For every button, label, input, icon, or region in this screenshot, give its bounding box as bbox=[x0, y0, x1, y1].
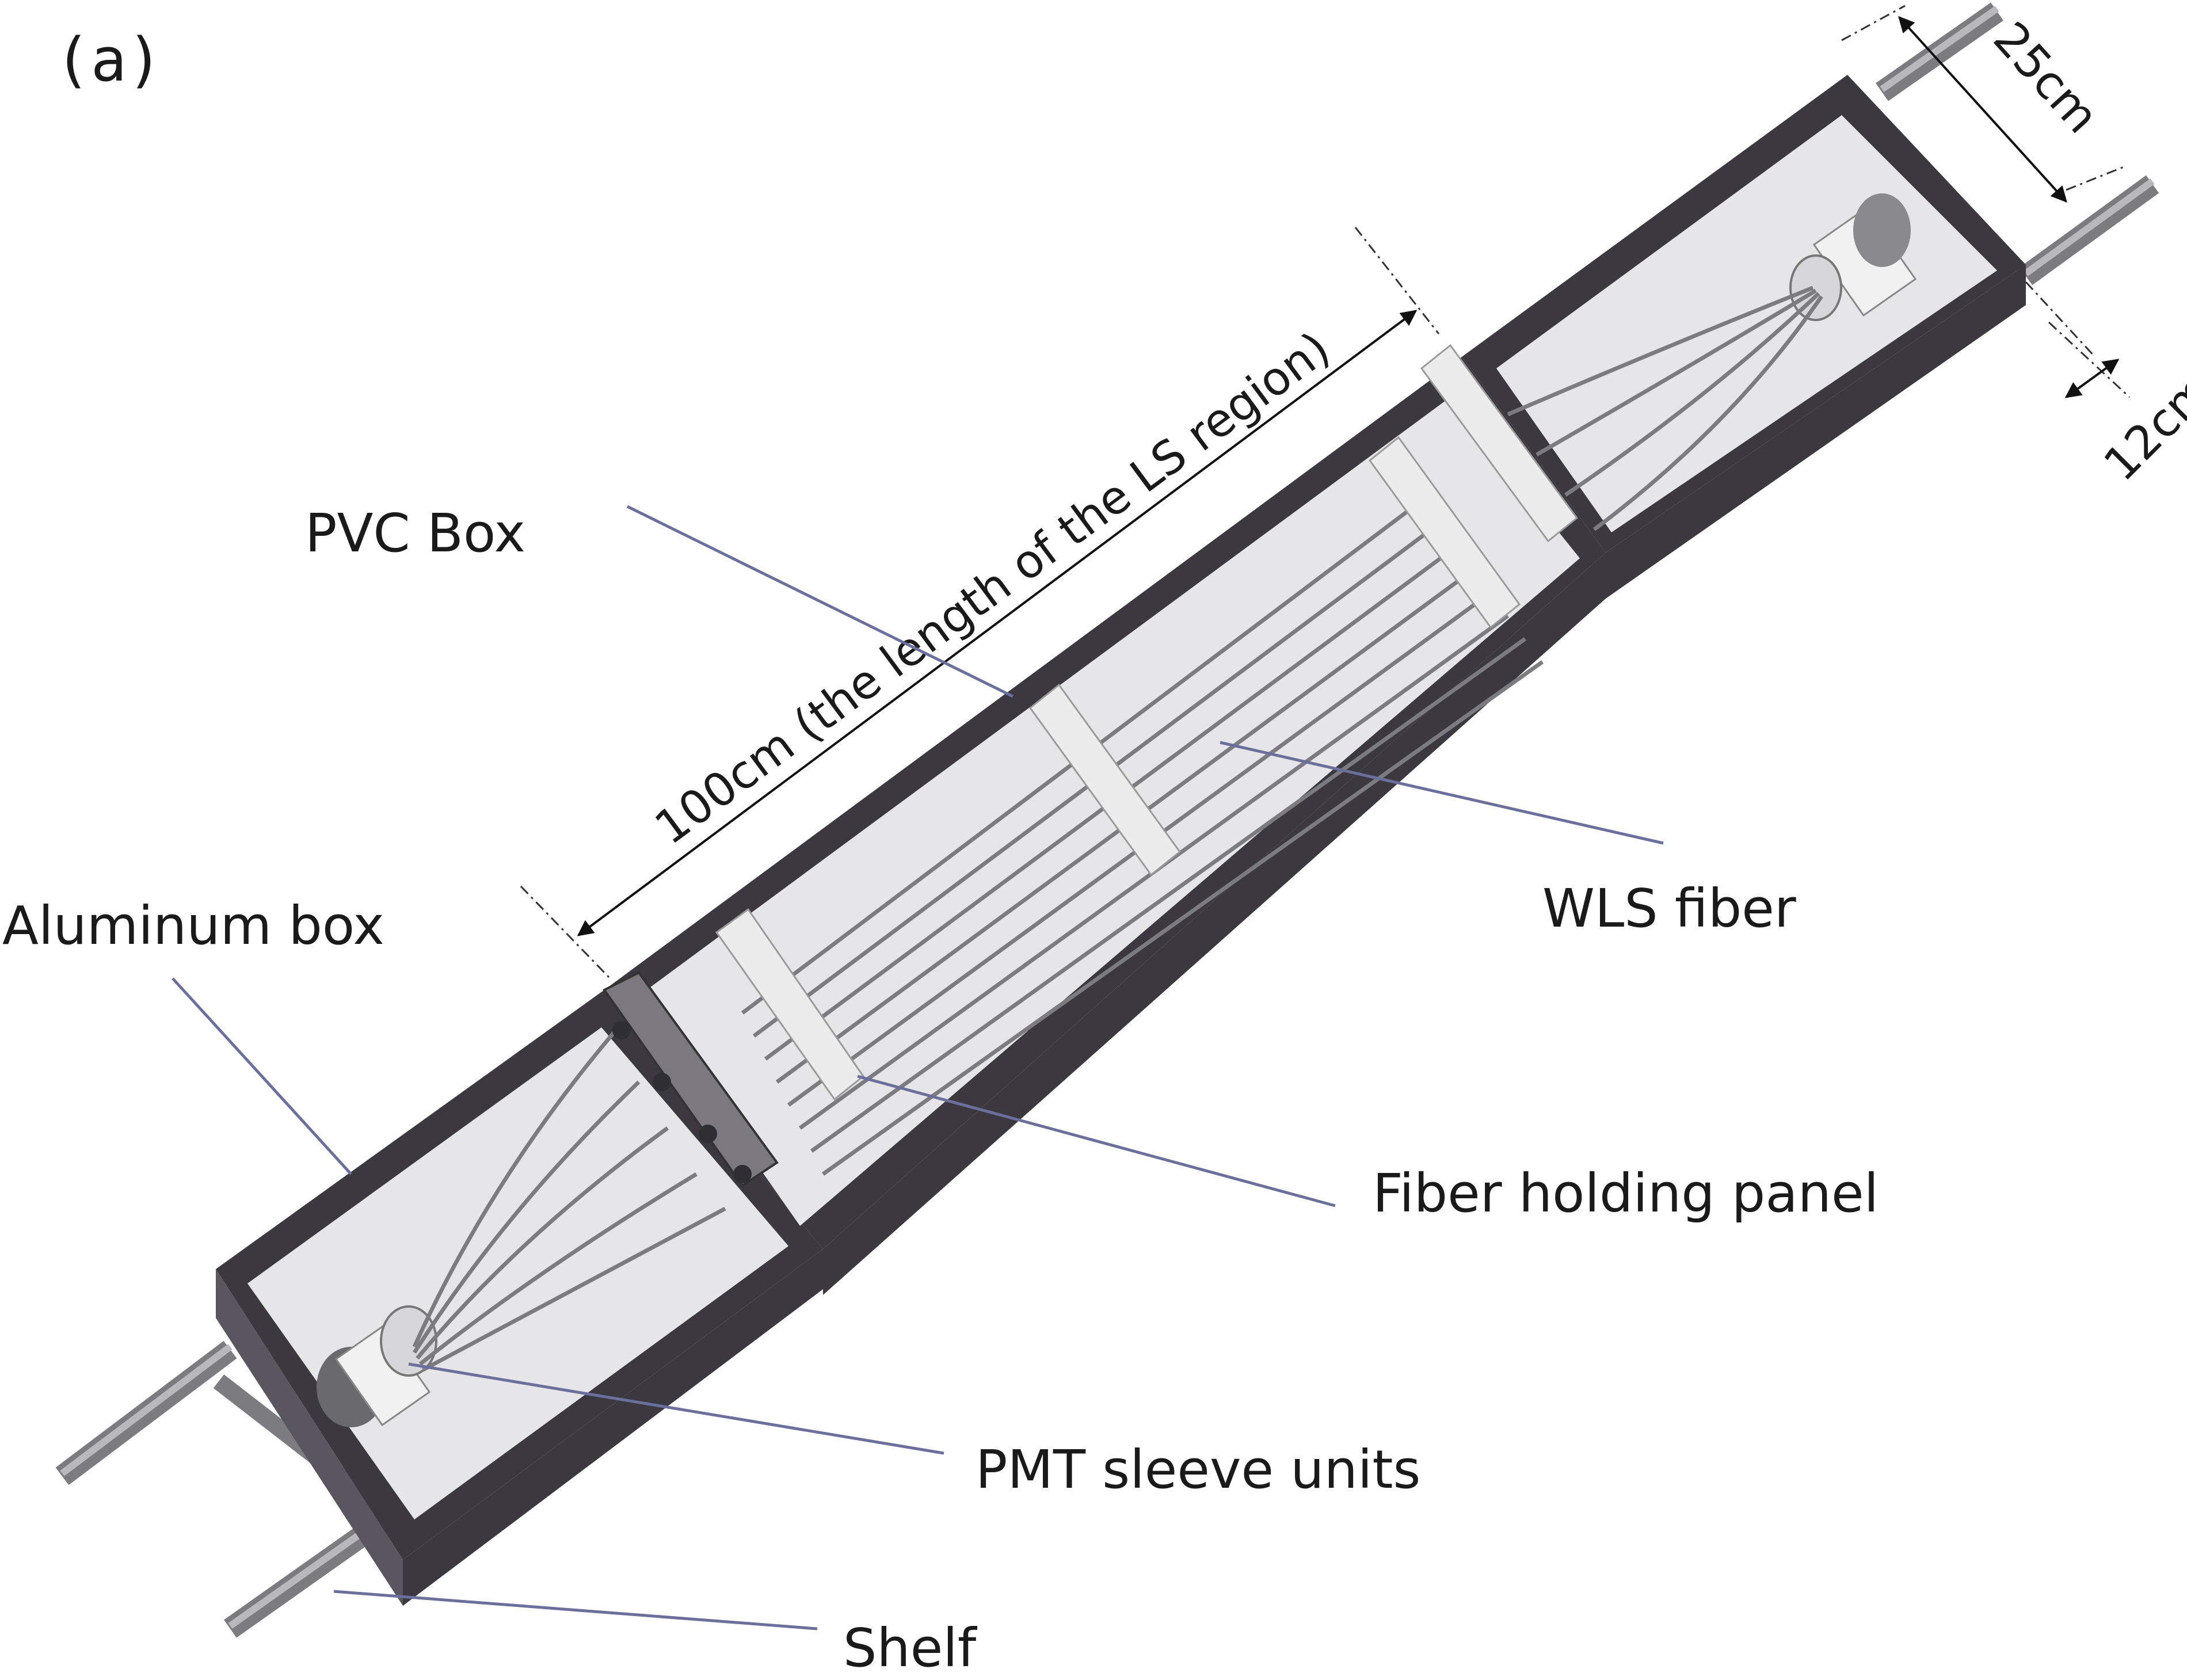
pmt-sleeve-right bbox=[1789, 193, 1917, 321]
pmt-sleeve-left bbox=[317, 1305, 437, 1427]
leader-pmt-sleeve-units bbox=[408, 1362, 944, 1455]
leader-fiber-holding-panel bbox=[857, 1075, 1336, 1207]
width-dimension-label: 25cm bbox=[1983, 12, 2109, 143]
leader-lines bbox=[172, 505, 1664, 1631]
leader-shelf bbox=[333, 1590, 818, 1631]
panel-label: (a) bbox=[55, 25, 163, 95]
leader-pvc-box bbox=[626, 505, 1014, 698]
pmt-sleeve-units-label: PMT sleeve units bbox=[976, 1439, 1420, 1500]
shelf-label: Shelf bbox=[843, 1617, 978, 1679]
aluminum-box-label: Aluminum box bbox=[2, 895, 384, 957]
leader-wls-fiber bbox=[1220, 741, 1664, 845]
pvc-box-label: PVC Box bbox=[305, 502, 525, 564]
wls-fiber-label: WLS fiber bbox=[1542, 878, 1796, 939]
aluminum-box-left bbox=[216, 990, 823, 1606]
dimension-height: 12cm bbox=[2025, 281, 2187, 491]
height-dimension-label: 12cm bbox=[2094, 362, 2187, 491]
end-flange-left bbox=[603, 971, 779, 1187]
leader-aluminum-box bbox=[172, 977, 352, 1175]
fiber-holding-panel-label: Fiber holding panel bbox=[1373, 1163, 1879, 1224]
